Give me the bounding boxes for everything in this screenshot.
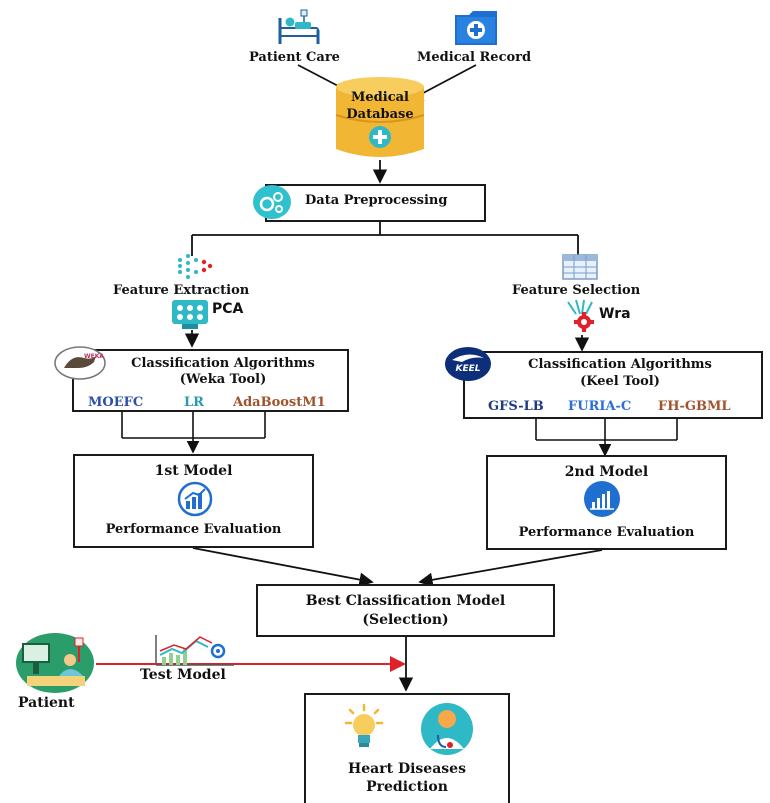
weka-logo-icon: WEKA [54,346,106,380]
first-model-title: 1st Model [154,463,233,479]
svg-text:WEKA: WEKA [84,353,104,360]
lightbulb-icon [340,703,388,755]
medical-record-label: Medical Record [417,50,532,65]
weka-classifier-box [72,349,349,412]
feature-selection-label: Feature Selection [512,283,641,298]
second-model-subtitle: Performance Evaluation [518,525,695,540]
doctor-icon [420,701,474,757]
bar-chart-icon [582,480,622,518]
prediction-line2: Prediction [366,779,448,795]
best-model-box [256,584,555,637]
algo-furia-c: FURIA-C [568,399,632,414]
wrapper-icon [562,298,602,336]
wra-label: Wra [599,306,631,322]
keel-logo-icon: KEEL [444,346,492,382]
feature-extraction-label: Feature Extraction [113,283,250,298]
first-model-subtitle: Performance Evaluation [105,522,282,537]
weka-classifier-tool: (Weka Tool) [179,372,267,387]
best-model-line2: (Selection) [362,612,449,628]
algo-adaboost: AdaBoostM1 [233,395,326,410]
database-label-line1: Medical [351,90,409,105]
pca-icon [170,298,210,330]
algo-fh-gbml: FH-GBML [658,399,731,414]
algo-lr: LR [184,395,204,410]
preprocessing-box [265,184,486,222]
keel-classifier-tool: (Keel Tool) [580,374,660,389]
arrow-first-to-best [192,547,374,587]
database-label-line2: Database [346,107,414,122]
prediction-box [304,693,510,803]
algo-gfs-lb: GFS-LB [488,399,544,414]
patient-label: Patient [18,695,75,711]
patient-care-label: Patient Care [249,50,340,65]
test-model-icon [152,633,236,667]
algo-moefc: MOEFC [88,395,144,410]
feature-extraction-icon [174,252,214,280]
preprocessing-label: Data Preprocessing [305,193,448,208]
test-model-label: Test Model [140,667,226,683]
medical-record-icon [453,7,499,47]
svg-text:KEEL: KEEL [455,364,480,374]
arrow-second-to-best [418,549,603,587]
keel-classifier-title: Classification Algorithms [528,357,712,372]
patient-care-icon [276,8,322,46]
gears-icon [252,184,292,220]
best-model-line1: Best Classification Model [305,593,506,609]
feature-selection-icon [562,254,598,280]
prediction-line1: Heart Diseases [348,761,466,777]
weka-classifier-title: Classification Algorithms [131,356,315,371]
pca-label: PCA [212,301,244,317]
second-model-title: 2nd Model [564,464,649,480]
growth-chart-icon [175,481,215,517]
database-icon [332,75,428,161]
keel-classifier-box [463,351,763,419]
patient-icon [15,632,95,694]
